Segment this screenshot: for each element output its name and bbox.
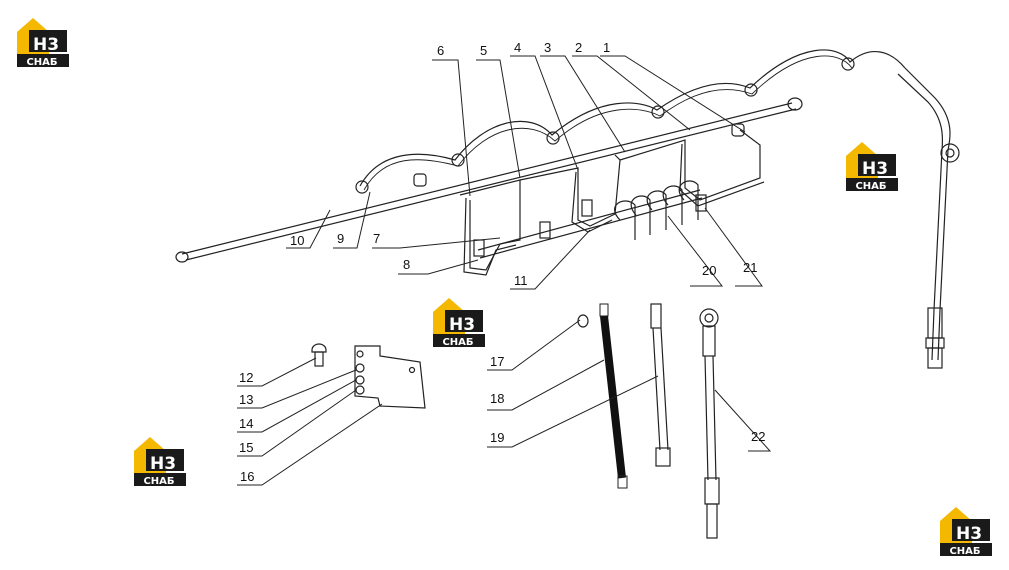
callout-8: 8 — [403, 257, 410, 272]
brand-logo: H3 СНАБ — [433, 298, 485, 348]
callout-3: 3 — [544, 40, 551, 55]
brand-logo: H3 СНАБ — [846, 142, 898, 192]
logo-sub-text: СНАБ — [26, 57, 57, 68]
logo-mark-text: H3 — [956, 524, 982, 544]
callout-13: 13 — [239, 392, 253, 407]
logo-sub-text: СНАБ — [143, 476, 174, 487]
callout-22: 22 — [751, 429, 765, 444]
callout-9: 9 — [337, 231, 344, 246]
callout-7: 7 — [373, 231, 380, 246]
logo-mark-text: H3 — [449, 315, 475, 335]
brand-logo: H3 СНАБ — [17, 18, 69, 68]
callout-10: 10 — [290, 233, 304, 248]
callout-15: 15 — [239, 440, 253, 455]
callout-6: 6 — [437, 43, 444, 58]
callout-2: 2 — [575, 40, 582, 55]
callout-5: 5 — [480, 43, 487, 58]
logo-mark-text: H3 — [150, 454, 176, 474]
hose-set — [577, 303, 720, 539]
callout-11: 11 — [514, 273, 528, 288]
bracket-assembly — [311, 343, 426, 409]
callout-4: 4 — [514, 40, 521, 55]
logo-mark-text: H3 — [33, 35, 59, 55]
callout-16: 16 — [240, 469, 254, 484]
logo-sub-text: СНАБ — [442, 337, 473, 348]
callout-19: 19 — [490, 430, 504, 445]
logo-sub-text: СНАБ — [855, 181, 886, 192]
callout-18: 18 — [490, 391, 504, 406]
logo-sub-text: СНАБ — [949, 546, 980, 557]
logo-mark-text: H3 — [862, 159, 888, 179]
fuel-line-assembly — [175, 49, 960, 369]
callout-leaders — [237, 55, 772, 486]
callout-21: 21 — [743, 260, 757, 275]
callout-17: 17 — [490, 354, 504, 369]
brand-logo: H3 СНАБ — [134, 437, 186, 487]
callout-labels: 1 2 3 4 5 6 7 8 9 10 11 12 13 14 15 16 1… — [239, 40, 765, 484]
callout-20: 20 — [702, 263, 716, 278]
brand-logo: H3 СНАБ — [940, 507, 992, 557]
callout-14: 14 — [239, 416, 253, 431]
callout-12: 12 — [239, 370, 253, 385]
callout-1: 1 — [603, 40, 610, 55]
